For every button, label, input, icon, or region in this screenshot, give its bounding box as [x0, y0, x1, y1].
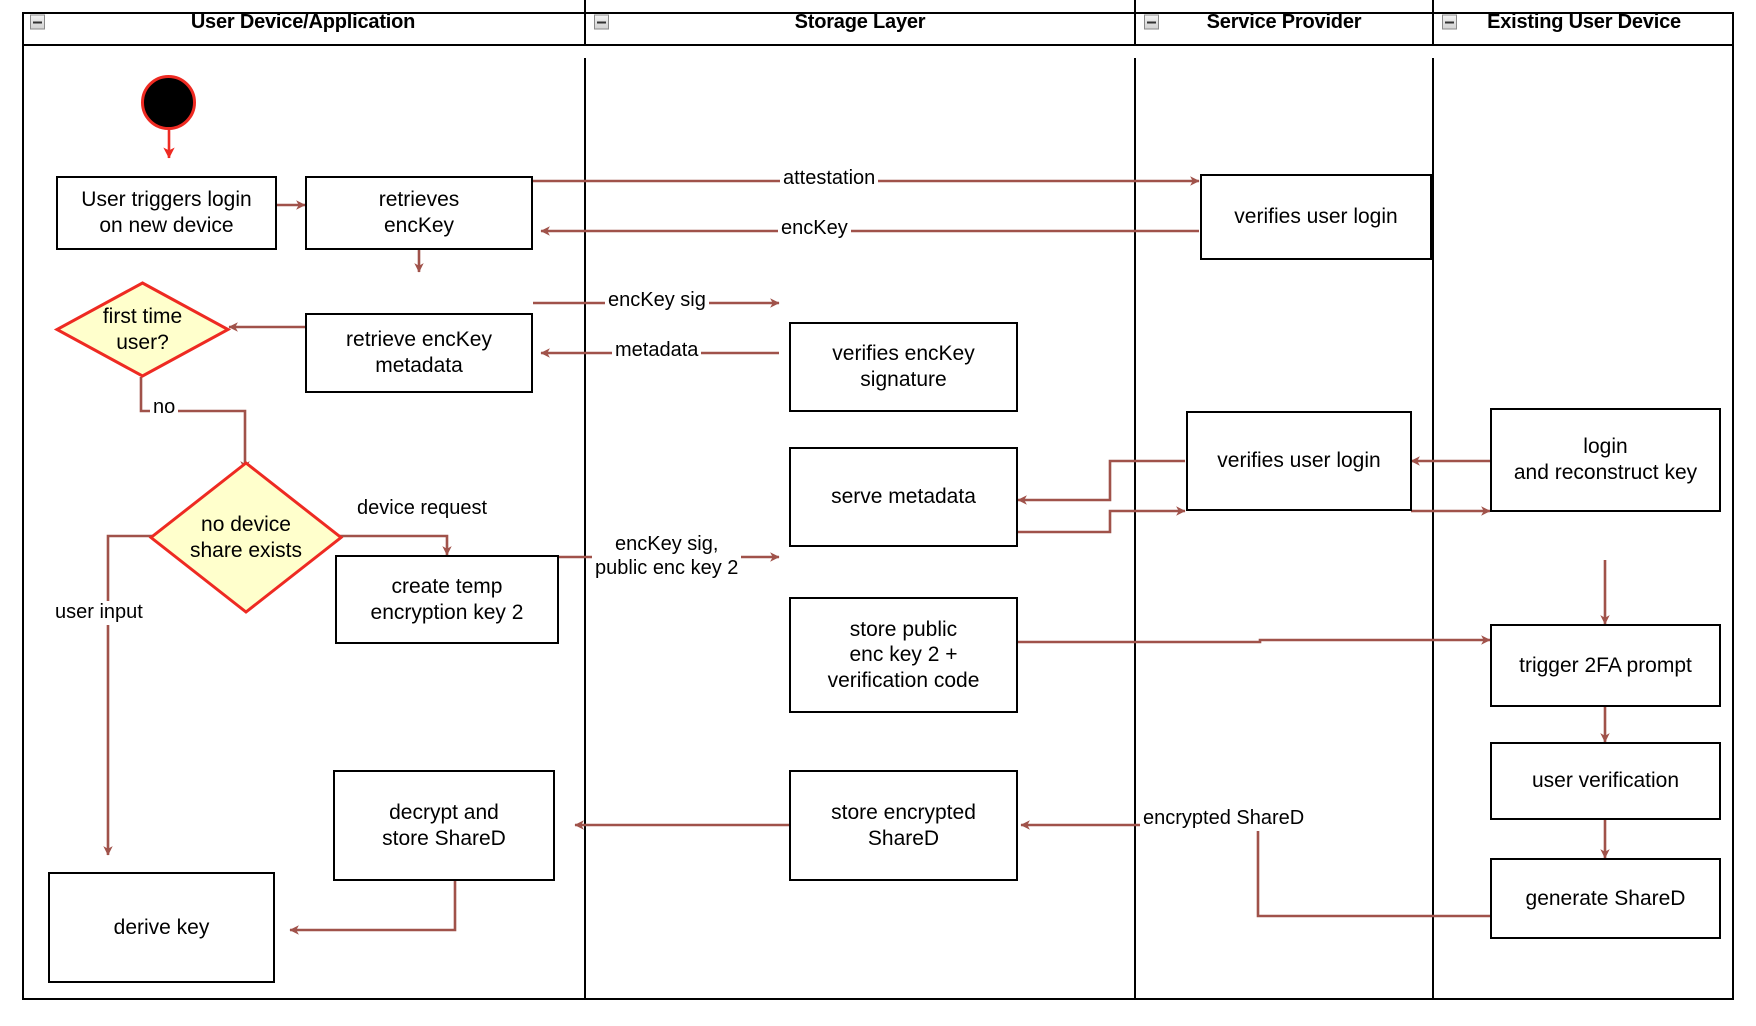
swimlane-pool [22, 12, 1734, 1000]
activity-verifies-user-login-2[interactable]: verifies user login [1186, 411, 1412, 511]
lane-title: Existing User Device [1487, 10, 1681, 33]
decision-first-time-user[interactable]: first time user? [53, 281, 232, 378]
edge-label-device-request: device request [354, 497, 491, 521]
collapse-minus-icon[interactable] [1442, 14, 1457, 30]
initial-node[interactable] [141, 75, 196, 130]
lane-title: Storage Layer [794, 10, 926, 33]
edge-label-enckey-sig: encKey sig [605, 289, 709, 313]
edge-label-no: no [150, 396, 179, 420]
activity-trigger-2fa-prompt[interactable]: trigger 2FA prompt [1490, 624, 1721, 707]
lane-body-service-provider [1136, 58, 1434, 1000]
edge-label-user-input: user input [52, 601, 146, 625]
diamond-shape [148, 461, 344, 614]
activity-user-triggers-login[interactable]: User triggers login on new device [56, 176, 277, 250]
lane-header-storage[interactable]: Storage Layer [586, 0, 1136, 46]
edge-label-metadata: metadata [612, 339, 702, 363]
diamond-shape [53, 281, 232, 378]
edge-label-attestation: attestation [780, 167, 879, 191]
lane-header-user-device[interactable]: User Device/Application [22, 0, 586, 46]
lane-title: User Device/Application [190, 10, 416, 33]
collapse-minus-icon[interactable] [1144, 14, 1159, 30]
activity-store-encrypted-shared[interactable]: store encrypted ShareD [789, 770, 1018, 881]
activity-decrypt-and-store-shared[interactable]: decrypt and store ShareD [333, 770, 555, 881]
activity-user-verification[interactable]: user verification [1490, 742, 1721, 820]
edge-label-enckey-sig-public-enc-key-2: encKey sig, public enc key 2 [592, 533, 742, 581]
activity-login-and-reconstruct-key[interactable]: login and reconstruct key [1490, 408, 1721, 512]
edge-label-encrypted-shared: encrypted ShareD [1140, 807, 1308, 831]
activity-serve-metadata[interactable]: serve metadata [789, 447, 1018, 547]
activity-derive-key[interactable]: derive key [48, 872, 275, 983]
collapse-minus-icon[interactable] [30, 14, 45, 30]
lane-header-service-provider[interactable]: Service Provider [1136, 0, 1434, 46]
activity-generate-shared[interactable]: generate ShareD [1490, 858, 1721, 939]
lane-body-user-device [22, 58, 586, 1000]
lane-title: Service Provider [1206, 10, 1362, 33]
decision-no-device-share-exists[interactable]: no device share exists [148, 460, 344, 615]
lane-header-existing-device[interactable]: Existing User Device [1434, 0, 1734, 46]
activity-retrieve-enckey-metadata[interactable]: retrieve encKey metadata [305, 313, 533, 393]
edge-label-enckey: encKey [778, 217, 851, 241]
activity-create-temp-encryption-key-2[interactable]: create temp encryption key 2 [335, 555, 559, 644]
activity-verifies-enckey-signature[interactable]: verifies encKey signature [789, 322, 1018, 412]
activity-retrieves-enckey[interactable]: retrieves encKey [305, 176, 533, 250]
collapse-minus-icon[interactable] [594, 14, 609, 30]
activity-verifies-user-login-1[interactable]: verifies user login [1200, 174, 1432, 260]
activity-store-public-enc-key-2[interactable]: store public enc key 2 + verification co… [789, 597, 1018, 713]
